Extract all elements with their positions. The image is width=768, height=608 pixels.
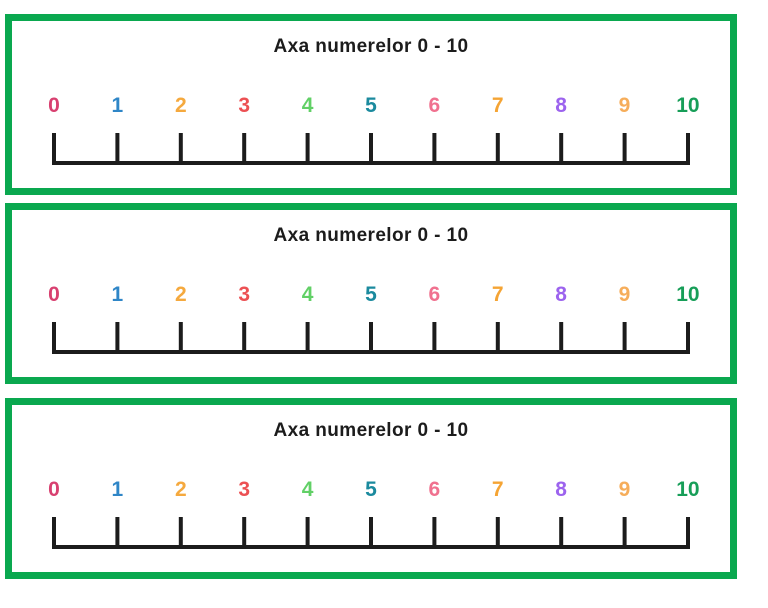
tick-mark-7 — [495, 517, 500, 549]
axis-number-7: 7 — [491, 94, 504, 117]
axis-number-0: 0 — [48, 283, 60, 306]
number-line-ruler — [52, 133, 690, 165]
tick-mark-4 — [305, 517, 310, 549]
axis-number-0: 0 — [48, 94, 60, 117]
baseline — [52, 545, 690, 549]
axis-number-5: 5 — [365, 283, 377, 306]
tick-mark-10 — [686, 517, 690, 549]
axis-number-10: 10 — [676, 283, 700, 306]
tick-mark-4 — [305, 133, 310, 165]
axis-number-5: 5 — [365, 94, 377, 117]
tick-mark-9 — [622, 517, 627, 549]
baseline — [52, 350, 690, 354]
tick-mark-5 — [369, 133, 373, 165]
axis-number-2: 2 — [174, 478, 187, 501]
tick-mark-1 — [115, 322, 120, 354]
axis-number-1: 1 — [111, 94, 124, 117]
tick-mark-10 — [686, 322, 690, 354]
axis-number-2: 2 — [174, 94, 187, 117]
tick-mark-1 — [115, 133, 120, 165]
axis-number-7: 7 — [491, 283, 504, 306]
tick-mark-0 — [52, 133, 56, 165]
tick-mark-6 — [432, 322, 437, 354]
axis-number-9: 9 — [618, 478, 631, 501]
axis-number-6: 6 — [428, 283, 441, 306]
number-line-card-2: Axa numerelor 0 - 10 0 1 2 3 4 5 6 7 8 9 10 — [5, 203, 737, 384]
card-title: Axa numerelor 0 - 10 — [273, 36, 469, 57]
axis-number-1: 1 — [111, 478, 124, 501]
number-line-ruler — [52, 517, 690, 549]
tick-mark-6 — [432, 517, 437, 549]
tick-mark-8 — [559, 133, 564, 165]
axis-number-4: 4 — [301, 478, 314, 501]
axis-number-0: 0 — [48, 478, 60, 501]
baseline — [52, 161, 690, 165]
axis-number-6: 6 — [428, 478, 441, 501]
axis-number-9: 9 — [618, 283, 631, 306]
axis-number-4: 4 — [301, 283, 314, 306]
axis-numbers-row: 0 1 2 3 4 5 6 7 8 9 10 — [34, 477, 708, 503]
tick-mark-7 — [495, 133, 500, 165]
tick-mark-7 — [495, 322, 500, 354]
axis-numbers-row: 0 1 2 3 4 5 6 7 8 9 10 — [34, 93, 708, 119]
number-line-card-1: Axa numerelor 0 - 10 0 1 2 3 4 5 6 7 8 9 10 — [5, 14, 737, 195]
tick-mark-4 — [305, 322, 310, 354]
tick-mark-1 — [115, 517, 120, 549]
axis-number-3: 3 — [238, 94, 251, 117]
tick-mark-6 — [432, 133, 437, 165]
tick-mark-10 — [686, 133, 690, 165]
axis-number-10: 10 — [676, 94, 700, 117]
card-title: Axa numerelor 0 - 10 — [273, 420, 469, 441]
axis-number-6: 6 — [428, 94, 441, 117]
tick-mark-8 — [559, 322, 564, 354]
axis-number-10: 10 — [676, 478, 700, 501]
tick-mark-2 — [178, 517, 183, 549]
tick-mark-9 — [622, 133, 627, 165]
number-line-card-3: Axa numerelor 0 - 10 0 1 2 3 4 5 6 7 8 9 10 — [5, 398, 737, 579]
axis-number-3: 3 — [238, 478, 251, 501]
axis-number-8: 8 — [555, 478, 567, 501]
tick-mark-5 — [369, 322, 373, 354]
axis-number-4: 4 — [301, 94, 314, 117]
axis-number-5: 5 — [365, 478, 377, 501]
tick-mark-3 — [242, 517, 247, 549]
axis-number-8: 8 — [555, 283, 567, 306]
tick-mark-2 — [178, 133, 183, 165]
tick-mark-0 — [52, 322, 56, 354]
tick-mark-3 — [242, 322, 247, 354]
tick-mark-2 — [178, 322, 183, 354]
tick-mark-8 — [559, 517, 564, 549]
axis-number-7: 7 — [491, 478, 504, 501]
axis-numbers-row: 0 1 2 3 4 5 6 7 8 9 10 — [34, 282, 708, 308]
axis-number-8: 8 — [555, 94, 567, 117]
tick-mark-9 — [622, 322, 627, 354]
tick-mark-0 — [52, 517, 56, 549]
tick-mark-3 — [242, 133, 247, 165]
card-title: Axa numerelor 0 - 10 — [273, 225, 469, 246]
axis-number-3: 3 — [238, 283, 251, 306]
tick-mark-5 — [369, 517, 373, 549]
axis-number-1: 1 — [111, 283, 124, 306]
number-line-ruler — [52, 322, 690, 354]
axis-number-9: 9 — [618, 94, 631, 117]
axis-number-2: 2 — [174, 283, 187, 306]
